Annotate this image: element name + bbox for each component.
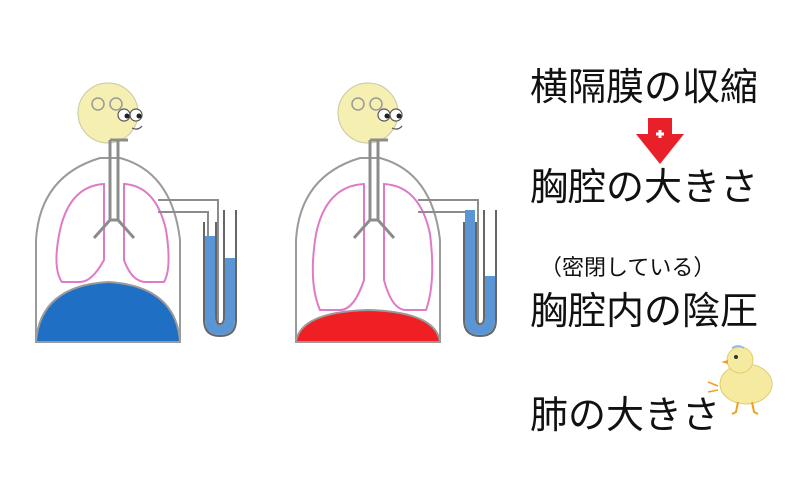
lung-right (123, 182, 170, 283)
label-chest-cavity-size: 胸腔の大きさ (530, 165, 759, 209)
manometer-tube (203, 210, 237, 338)
diaphragm-relaxed (34, 280, 182, 343)
trachea (352, 140, 396, 239)
manometer-liquid-left (205, 236, 235, 335)
lung-right (383, 182, 434, 311)
down-arrow-plus-icon (636, 118, 684, 164)
smiley-face-icon (337, 82, 403, 144)
label-sealed-note: （密閉している） (540, 256, 716, 281)
chick-icon (707, 345, 773, 415)
trachea (92, 140, 136, 239)
label-intrathoracic-negative-pressure: 胸腔内の陰圧 (530, 289, 759, 333)
lung-left (55, 182, 105, 283)
label-diaphragm-contraction: 横隔膜の収縮 (530, 65, 759, 109)
smiley-face-icon (77, 82, 143, 144)
manometer-liquid-right (465, 210, 495, 335)
label-lung-size: 肺の大きさ (530, 393, 721, 437)
diaphragm-contracted (294, 308, 442, 343)
lung-left (311, 182, 365, 311)
manometer-tube (463, 210, 497, 338)
